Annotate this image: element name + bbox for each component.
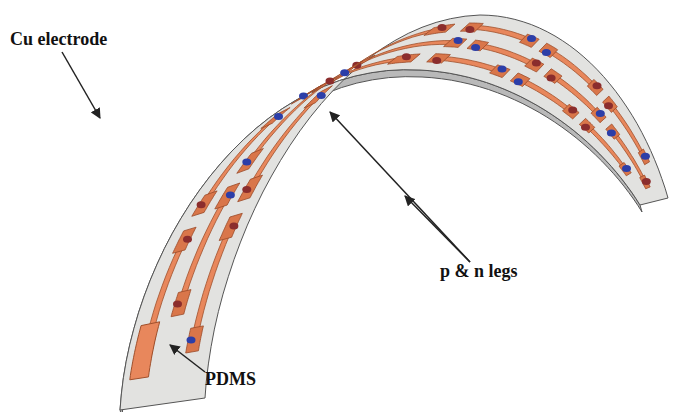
electrode-pad: [186, 326, 204, 353]
copper-electrode: [547, 49, 597, 90]
electrode-pad: [606, 124, 620, 139]
electrode-pad: [544, 69, 562, 84]
electrode-pad: [192, 191, 217, 216]
leader-line: [170, 345, 205, 372]
thermoelectric-leg: [547, 75, 556, 82]
electrode-pad: [539, 43, 558, 57]
thermoelectric-leg: [527, 35, 536, 42]
thermoelectric-leg: [581, 124, 590, 131]
electrode-pad: [304, 86, 333, 109]
electrode-pad: [333, 61, 362, 81]
electrode-pad: [219, 213, 242, 240]
thermoelectric-leg: [317, 92, 326, 99]
thermoelectric-leg: [622, 165, 631, 172]
electrode-pad: [490, 65, 510, 78]
electrode-pad: [467, 40, 489, 51]
thermoelectric-leg: [454, 37, 463, 44]
electrode-pad: [525, 58, 544, 72]
thermoelectric-leg: [187, 337, 196, 344]
thermoelectric-leg: [242, 159, 251, 166]
copper-electrode: [586, 124, 627, 170]
part-label: Cu electrode: [10, 30, 107, 50]
part-label: p & n legs: [440, 262, 518, 282]
thermoelectric-leg: [340, 69, 349, 76]
thermoelectric-leg: [183, 236, 192, 243]
thermoelectric-leg: [226, 191, 235, 198]
electrode-pad: [215, 183, 240, 209]
thermoelectric-leg: [568, 106, 577, 113]
thermoelectric-leg: [596, 110, 605, 117]
thermoelectric-leg: [432, 57, 441, 64]
copper-electrode: [609, 103, 646, 158]
thermoelectric-leg: [173, 300, 182, 307]
leader-lines: [62, 52, 470, 372]
electrode-pad: [510, 73, 530, 87]
copper-electrodes: [130, 23, 651, 380]
electrode-pad: [520, 34, 540, 47]
electrode-pad: [238, 175, 263, 202]
leader-line: [405, 196, 470, 262]
thermoelectric-leg: [465, 26, 474, 33]
thermoelectric-leg: [542, 49, 551, 56]
output-terminal: [130, 322, 160, 380]
copper-electrode: [247, 96, 321, 190]
electrode-pad: [173, 227, 197, 253]
copper-electrode: [357, 41, 458, 65]
thermoelectric-leg: [514, 78, 523, 85]
thermoelectric-leg: [197, 201, 206, 208]
thermoelectric-leg: [274, 113, 283, 120]
thermoelectric-leg: [242, 186, 251, 193]
electrode-pad: [619, 163, 631, 176]
electrode-pad: [171, 290, 191, 317]
thermoelectric-leg: [471, 44, 480, 51]
electrode-pad: [603, 96, 618, 112]
thermoelectric-leg: [593, 82, 602, 89]
leader-line: [330, 112, 470, 262]
thermoelectric-leg: [532, 59, 541, 66]
electrode-pad: [579, 118, 595, 133]
substrate-surface: [120, 15, 668, 410]
copper-electrode: [191, 226, 233, 340]
thermoelectric-leg: [229, 223, 238, 230]
electrode-pad: [388, 54, 421, 64]
electrode-pad: [587, 79, 603, 95]
thermoelectric-leg: [641, 153, 650, 160]
leader-line: [62, 52, 100, 118]
thermoelectric-leg: [402, 53, 411, 60]
thermoelectric-leg: [498, 66, 507, 73]
pdms-substrate: [120, 15, 668, 412]
electrode-pad: [591, 107, 606, 122]
electrode-pad: [638, 149, 649, 165]
thermoelectric-leg: [438, 24, 447, 31]
part-label: PDMS: [205, 370, 256, 390]
thermoelectric-leg: [607, 130, 616, 137]
electrode-pad: [424, 24, 455, 35]
electrode-pad: [563, 104, 580, 119]
electrode-pad: [640, 175, 651, 189]
thermoelectric-leg: [642, 178, 651, 185]
electrode-pad: [427, 54, 451, 63]
thermoelectric-leg: [604, 102, 613, 109]
